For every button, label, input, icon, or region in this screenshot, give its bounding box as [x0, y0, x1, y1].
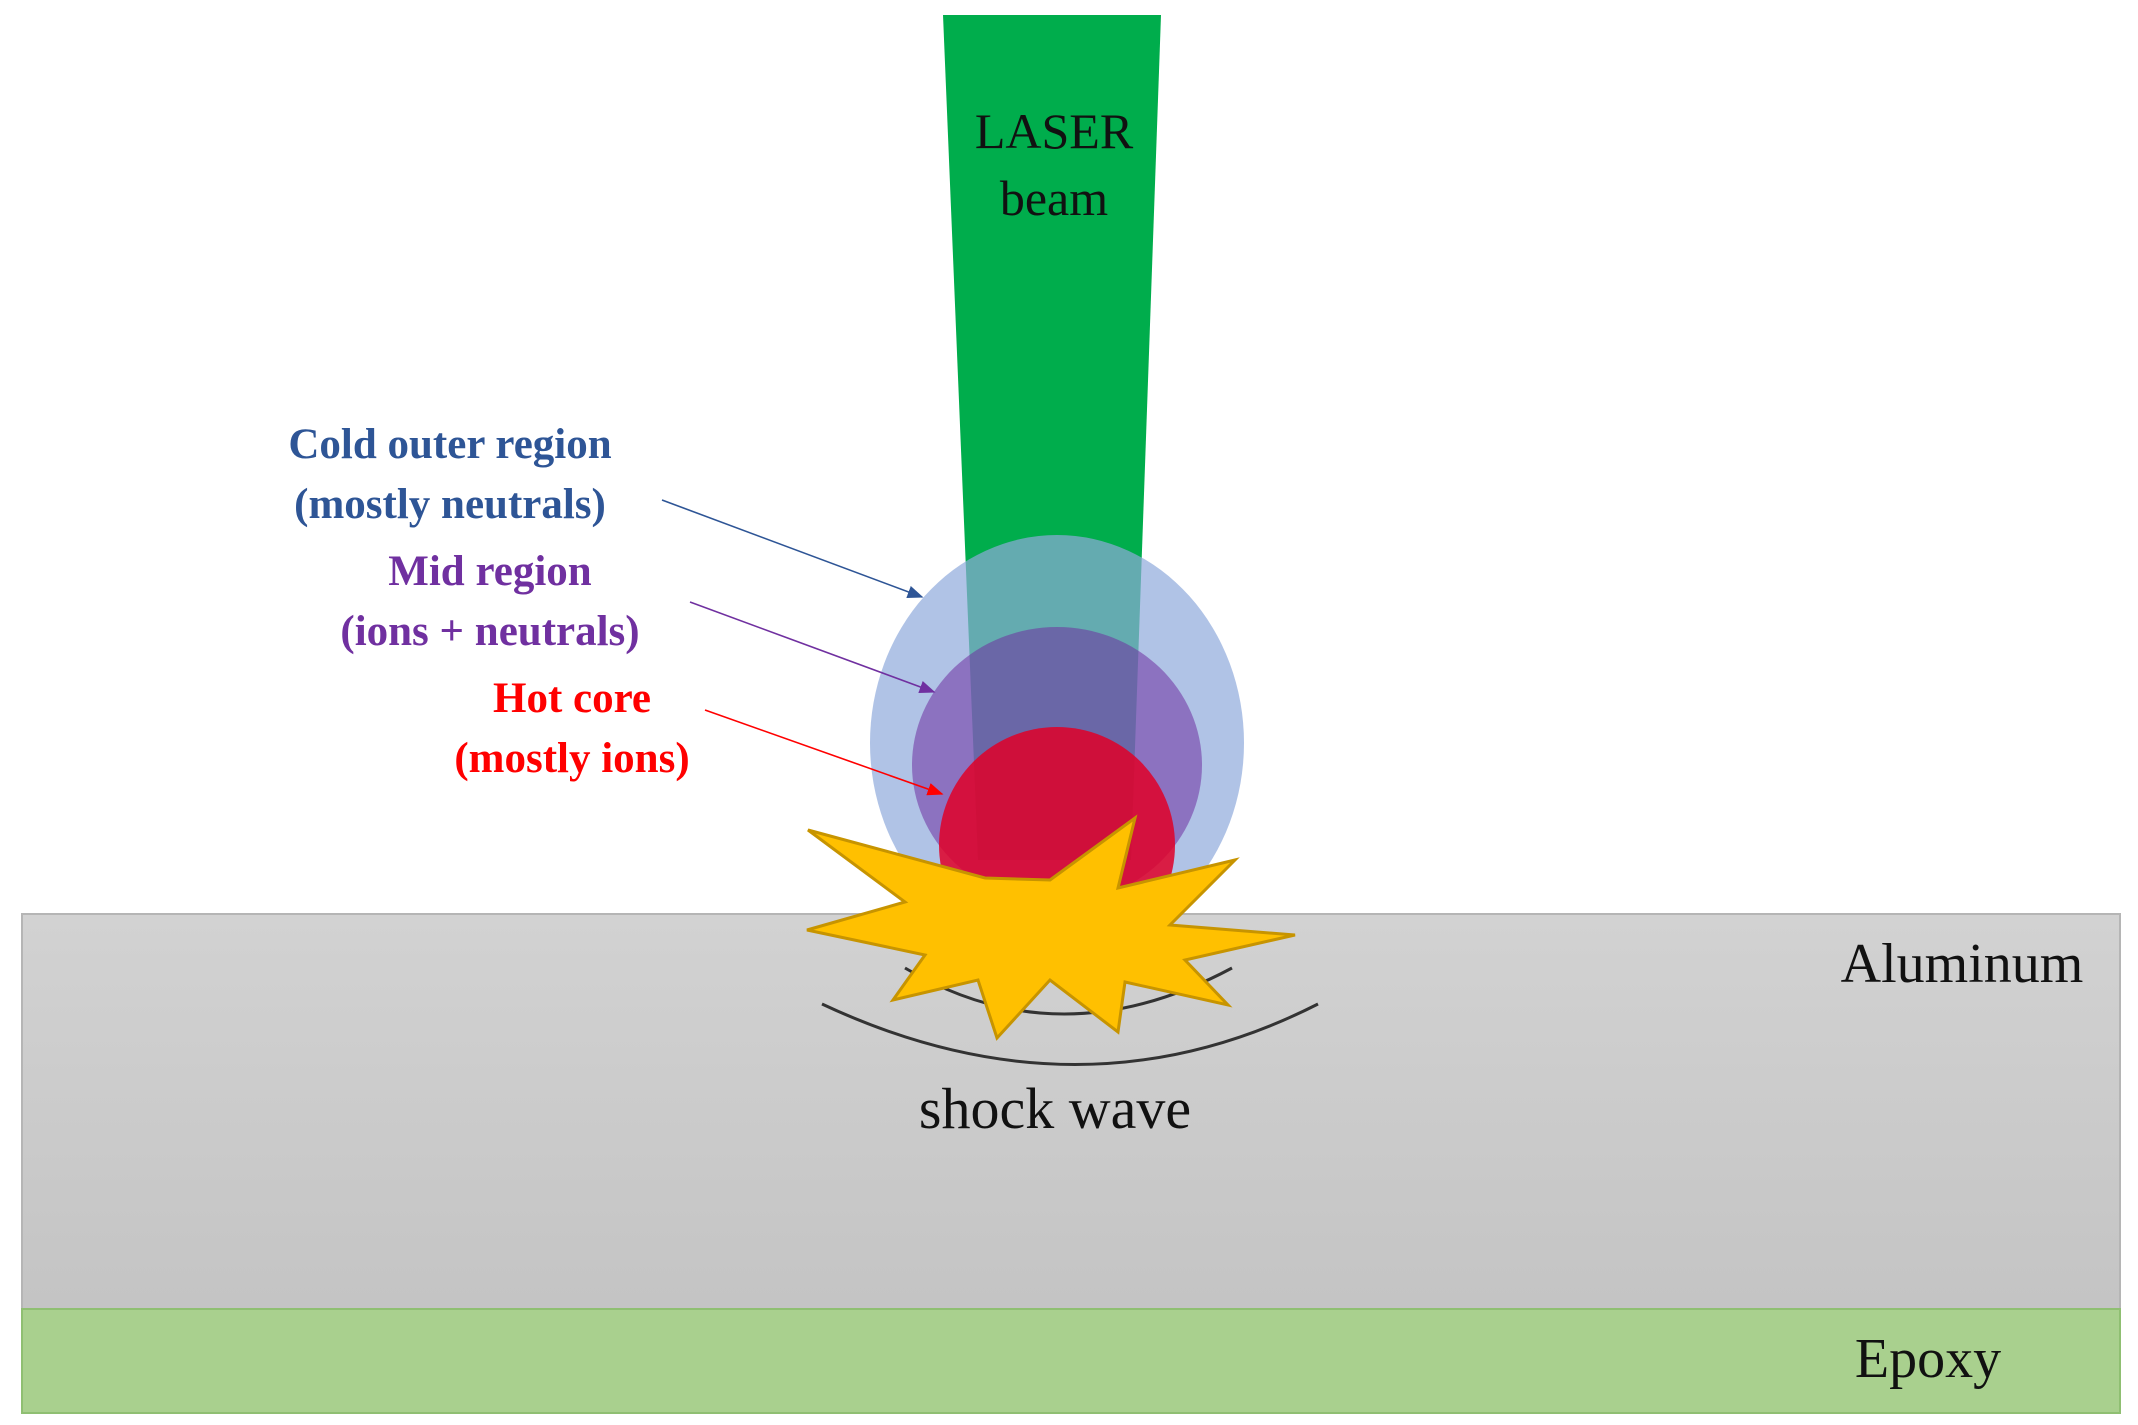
hot-core-label-line1: Hot core	[493, 675, 651, 722]
shock-wave-label: shock wave	[919, 1076, 1191, 1141]
mid-region-label-line2: (ions + neutrals)	[340, 608, 639, 655]
mid-region-arrow	[689, 601, 936, 694]
laser-label-line2: beam	[1000, 170, 1108, 226]
epoxy-label: Epoxy	[1855, 1328, 2001, 1390]
hot-core-arrow	[704, 709, 944, 796]
cold-region-label-line2: (mostly neutrals)	[294, 481, 606, 528]
shock-wave-arc-outer	[821, 1002, 1319, 1066]
explosion-burst	[806, 814, 1296, 1041]
mid-region-label-line1: Mid region	[388, 548, 592, 595]
cold-region-arrow	[661, 499, 924, 598]
aluminum-label: Aluminum	[1841, 933, 2084, 995]
cold-region-label-line1: Cold outer region	[288, 421, 611, 468]
hot-core-label-line2: (mostly ions)	[454, 735, 689, 782]
epoxy-layer	[21, 1308, 2121, 1414]
laser-label-line1: LASER	[975, 103, 1134, 159]
